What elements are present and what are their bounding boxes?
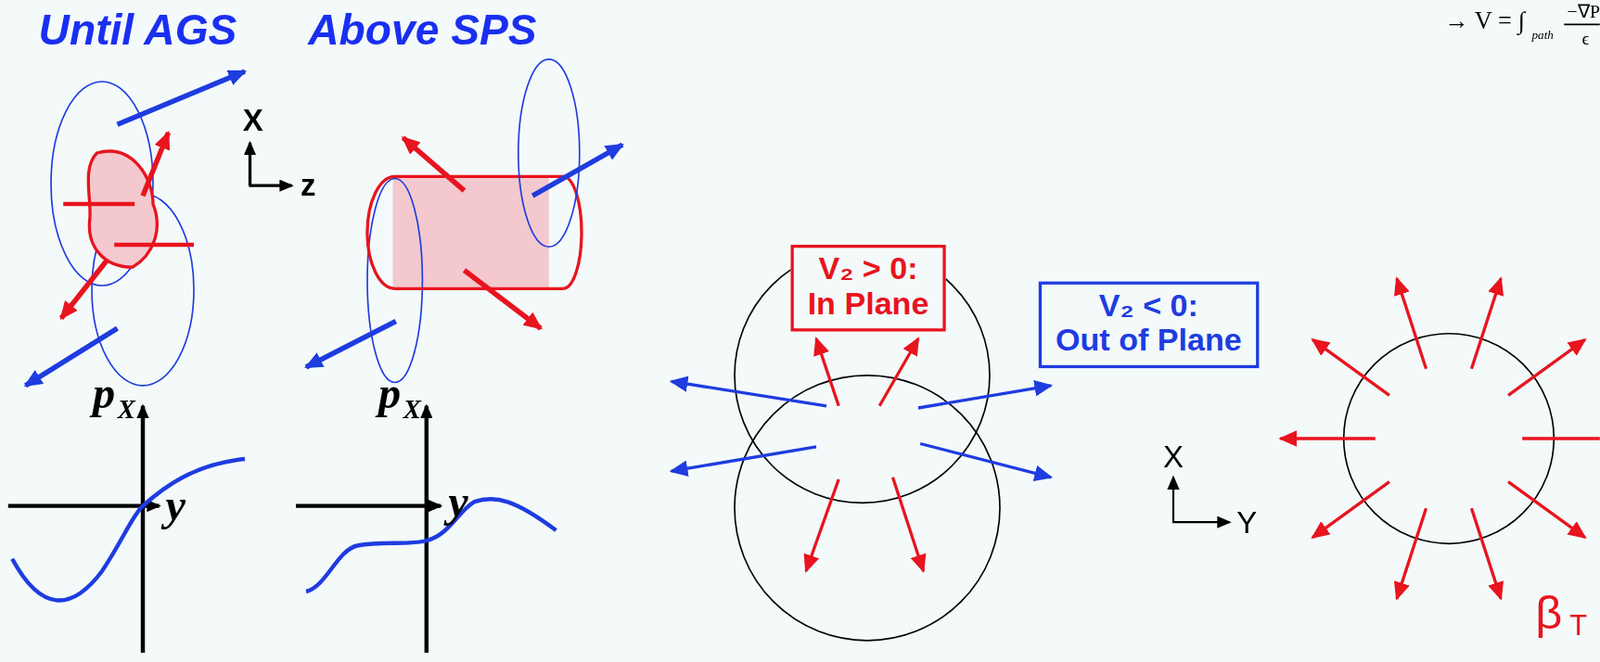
squeeze-arrow xyxy=(464,270,542,330)
radial-flow-arrow xyxy=(1471,278,1501,369)
out-of-plane-arrow xyxy=(920,444,1051,478)
radial-flow-arrow xyxy=(1522,436,1600,440)
sign-heading: V₂ > 0: xyxy=(807,251,930,287)
axis-subscript: X xyxy=(117,396,136,424)
axis-label: X xyxy=(403,396,422,424)
radial-flow-arrow xyxy=(1312,339,1390,396)
axis-label: z xyxy=(300,170,317,202)
axis-arrow xyxy=(295,503,441,508)
out-of-plane-arrow xyxy=(671,381,827,406)
axis-arrow xyxy=(424,406,429,653)
squeeze-arrow xyxy=(403,138,465,192)
squeeze-arrow xyxy=(61,260,108,320)
axis-label: X xyxy=(243,104,264,136)
compression-line xyxy=(63,202,135,206)
axis-arrow xyxy=(140,406,145,653)
flow-sign-box: V₂ < 0:Out of Plane xyxy=(1037,281,1259,369)
axis-label: X xyxy=(1163,441,1184,473)
spectator-arrow xyxy=(117,71,246,125)
radial-flow-arrow xyxy=(1471,508,1501,599)
sign-heading: V₂ < 0: xyxy=(1055,288,1242,324)
nucleus-ellipse xyxy=(518,59,580,247)
flow-curve xyxy=(12,459,245,602)
velocity-symbol: β xyxy=(1535,588,1562,637)
formula: → V = ∫ xyxy=(1444,8,1524,33)
nucleus-ellipse xyxy=(367,179,423,384)
compression-line xyxy=(114,243,194,247)
radial-flow-arrow xyxy=(1396,278,1427,369)
flow-sign-box: V₂ > 0:In Plane xyxy=(790,243,947,332)
radial-flow-arrow xyxy=(1396,508,1427,599)
out-of-plane-arrow xyxy=(918,385,1051,409)
axis-label: y xyxy=(165,483,185,528)
sign-body: Out of Plane xyxy=(1055,323,1242,359)
in-plane-arrow xyxy=(816,338,839,407)
axis-arrow xyxy=(8,503,160,508)
axis-arrow xyxy=(248,142,252,186)
radial-arrows xyxy=(1280,278,1600,599)
overlap-zone xyxy=(88,151,157,268)
radial-flow-arrow xyxy=(1312,482,1390,538)
formula-denominator: ϵ xyxy=(1581,29,1589,49)
axis-label: p xyxy=(378,371,401,416)
energy-heading: Above SPS xyxy=(307,9,537,52)
in-plane-arrow xyxy=(893,477,924,572)
axis-arrow xyxy=(1172,477,1175,523)
spectator-arrow xyxy=(532,144,623,196)
axis-arrow xyxy=(1172,521,1230,524)
formula-numerator: −∇P xyxy=(1567,1,1600,21)
squeeze-arrow xyxy=(142,132,169,196)
sign-body: In Plane xyxy=(807,286,930,322)
axis-label: p xyxy=(92,371,116,416)
velocity-subscript: T xyxy=(1569,612,1588,641)
radial-flow-arrow xyxy=(1508,339,1586,396)
out-of-plane-arrow xyxy=(671,447,817,472)
axis-label: y xyxy=(448,479,468,525)
radial-flow-arrow xyxy=(1508,482,1586,538)
overlap-zone xyxy=(393,176,550,289)
nucleus-circle xyxy=(734,375,1000,641)
axis-arrow xyxy=(248,184,292,188)
in-plane-arrow xyxy=(879,338,919,407)
spectator-arrow xyxy=(306,321,397,369)
flow-curve xyxy=(306,499,557,592)
formula-subscript: path xyxy=(1531,28,1553,41)
in-plane-arrow xyxy=(806,479,839,572)
fraction-bar xyxy=(1563,24,1600,26)
energy-heading: Until AGS xyxy=(38,9,238,52)
axis-label: Y xyxy=(1236,508,1257,539)
radial-flow-arrow xyxy=(1280,436,1376,440)
